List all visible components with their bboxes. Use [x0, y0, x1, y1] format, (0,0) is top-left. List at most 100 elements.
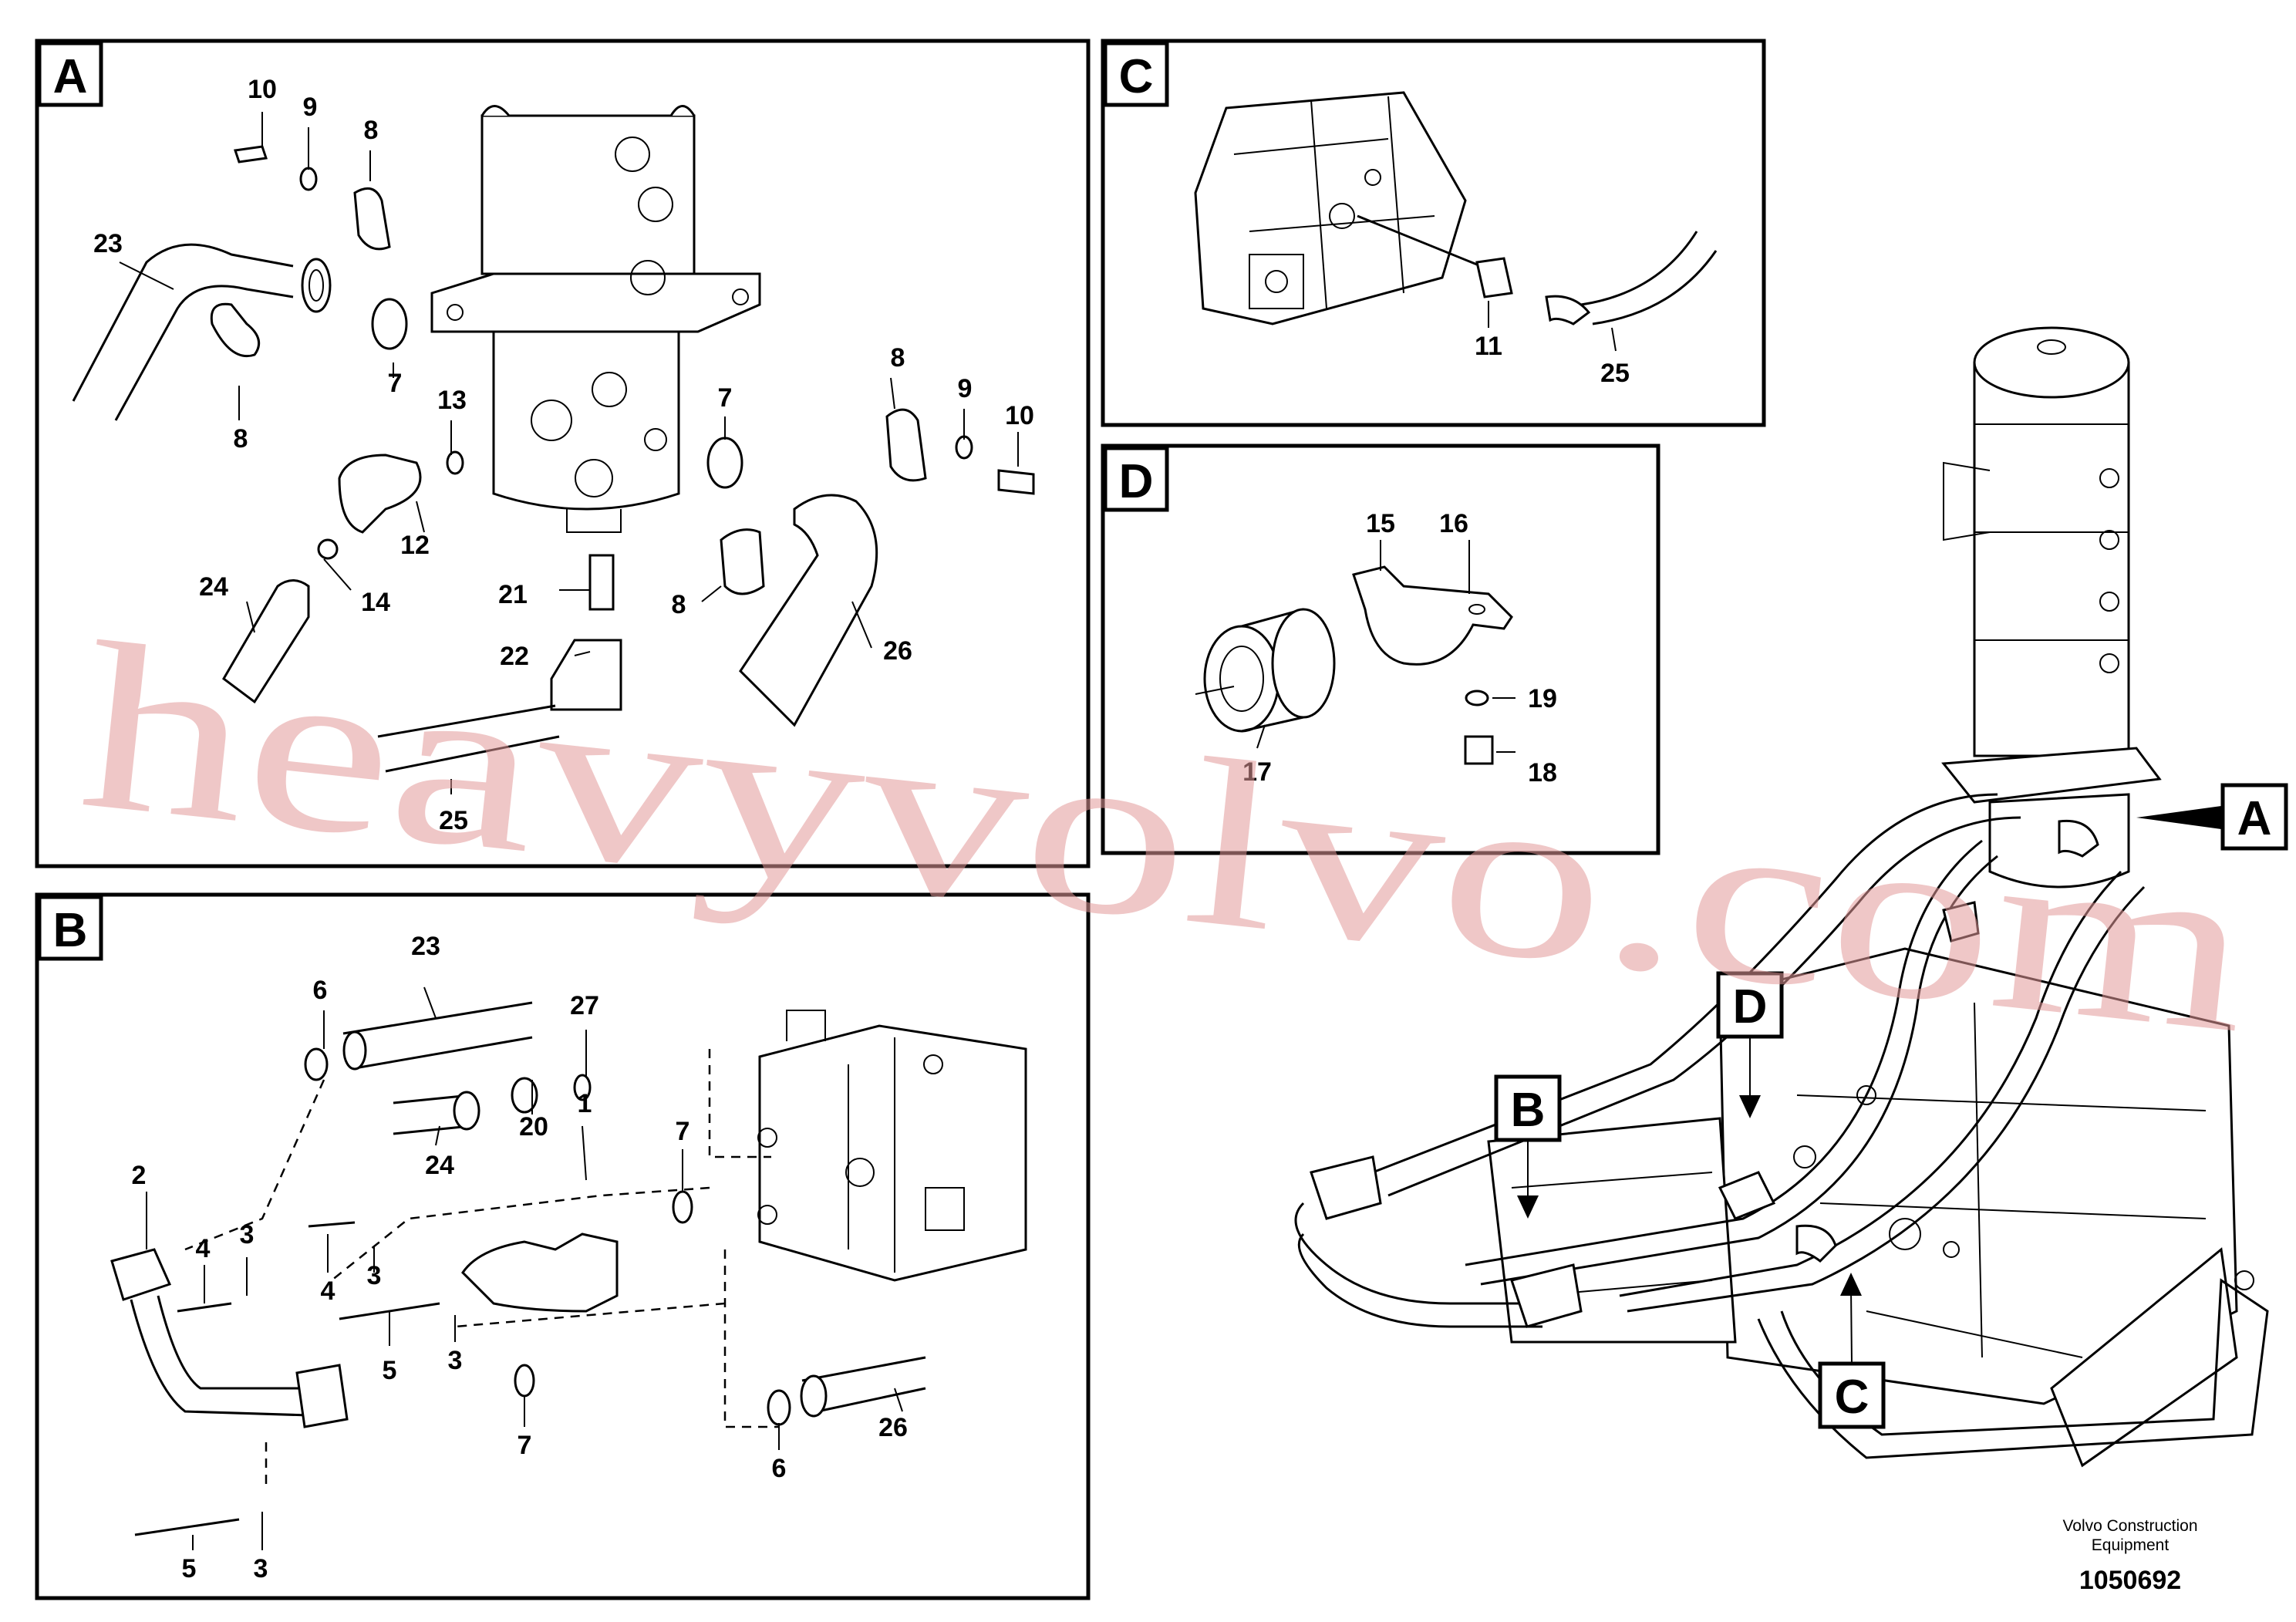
half-clamp-8-mid: [720, 528, 765, 595]
part-labels: 10 9 8 23 7 8 13 12 24 14 21 22 25 7 8 2…: [93, 75, 1630, 1583]
part-label: 18: [1528, 758, 1557, 787]
detail-d-panel: D: [1101, 443, 1660, 855]
hose-25-a: [377, 704, 560, 773]
callout-c-letter: C: [1835, 1371, 1870, 1424]
bolt-10: [234, 145, 268, 164]
detail-d-letter: D: [1119, 455, 1154, 508]
detail-a-frame: [35, 39, 1091, 868]
bushing-17: [1195, 608, 1336, 749]
main-hoses: [1294, 793, 2146, 1328]
part-label: 8: [891, 343, 905, 373]
part-label: 7: [518, 1431, 532, 1460]
detail-b-parts: [110, 1001, 926, 1536]
part-label: 26: [883, 636, 912, 666]
hose-26: [739, 494, 878, 727]
part-label: 6: [313, 976, 328, 1005]
swivel-joint: [430, 105, 761, 533]
detail-a-leaders: [119, 112, 1019, 794]
part-label: 13: [437, 386, 467, 415]
hose-25-c: [1580, 231, 1718, 325]
adapter-20: [511, 1077, 538, 1114]
part-label: 7: [676, 1117, 690, 1146]
bolt-10-right: [997, 469, 1035, 495]
main-assembly: A D B C: [1294, 326, 2288, 1468]
part-label: 10: [1005, 401, 1034, 430]
part-label: 21: [498, 580, 528, 609]
adapter-21: [588, 554, 615, 611]
part-label: 8: [364, 116, 379, 145]
callout-d: D: [1716, 971, 1784, 1118]
clamp-15-16: [1352, 540, 1513, 666]
part-label: 17: [1242, 757, 1272, 787]
half-clamp-8-top: [353, 187, 391, 251]
pipe-2: [130, 1295, 309, 1417]
part-label: 11: [1475, 332, 1502, 361]
part-label: 15: [1366, 509, 1395, 538]
bolt-18: [1464, 735, 1494, 765]
footer-maker-line1: Volvo Construction: [2062, 1517, 2197, 1535]
callout-b: B: [1494, 1074, 1562, 1219]
callout-c: C: [1818, 1273, 1886, 1429]
hose-23-b: [342, 1001, 533, 1070]
part-label: 3: [240, 1220, 255, 1249]
part-label: 7: [388, 369, 403, 398]
swivel-column: [1941, 326, 2162, 889]
o-ring-6-top: [304, 1047, 329, 1081]
detail-d-letter-box: [1103, 446, 1169, 512]
drawing-number: 1050692: [2079, 1566, 2181, 1595]
part-label: 25: [1600, 359, 1630, 388]
callout-a-letter: A: [2237, 792, 2272, 845]
detail-b-frame: [35, 892, 1091, 1600]
part-label: 5: [182, 1554, 197, 1583]
part-label: 4: [196, 1234, 211, 1263]
part-label: 4: [321, 1276, 335, 1306]
part-label: 25: [439, 806, 468, 835]
o-ring-7-bottom: [514, 1364, 535, 1398]
detail-b-leaders: [146, 986, 903, 1550]
flange-1: [461, 1233, 619, 1313]
part-label: 24: [425, 1151, 454, 1180]
half-clamp-8-right: [885, 408, 927, 482]
washer-9: [299, 167, 318, 191]
detail-c-frame: [1101, 39, 1766, 427]
elbow-25-c: [1545, 295, 1591, 325]
bolts-4-5: [134, 1221, 440, 1536]
callout-b-letter: B: [1511, 1084, 1546, 1137]
elbow-22: [550, 639, 622, 711]
detail-c-letter: C: [1119, 50, 1154, 103]
part-label: 2: [132, 1161, 147, 1190]
part-label: 20: [519, 1112, 548, 1141]
fitting-11: [1475, 257, 1513, 298]
detail-d-frame: [1101, 443, 1660, 855]
detail-b-letter-box: [37, 895, 103, 961]
part-label: 3: [448, 1346, 463, 1375]
pump-body-b: [757, 1010, 1027, 1282]
half-clamp-8-left: [210, 302, 261, 358]
part-label: 1: [578, 1089, 592, 1118]
part-label: 8: [234, 424, 248, 454]
o-ring-7-left: [371, 298, 408, 350]
elbow-2: [110, 1248, 172, 1301]
part-label: 9: [303, 93, 318, 122]
elbow-12: [338, 454, 422, 534]
part-label: 19: [1528, 684, 1557, 713]
detail-c-panel: C: [1101, 39, 1766, 427]
drawing-footer: Volvo Construction Equipment 1050692: [2062, 1517, 2197, 1595]
hose-26-b: [801, 1356, 926, 1413]
part-label: 22: [500, 642, 529, 671]
detail-a-letter: A: [53, 50, 88, 103]
callout-d-letter: D: [1733, 980, 1768, 1034]
part-label: 3: [254, 1554, 268, 1583]
part-label: 16: [1439, 509, 1468, 538]
washer-19: [1465, 690, 1489, 706]
o-ring-27: [573, 1074, 592, 1101]
callout-a: A: [2136, 783, 2288, 851]
o-ring-13: [446, 450, 464, 475]
pump-body-c: [1194, 91, 1467, 325]
detail-b-letter: B: [53, 904, 88, 957]
footer-maker-line2: Equipment: [2092, 1536, 2170, 1554]
part-label: 14: [361, 588, 390, 617]
o-ring-14: [317, 538, 339, 560]
